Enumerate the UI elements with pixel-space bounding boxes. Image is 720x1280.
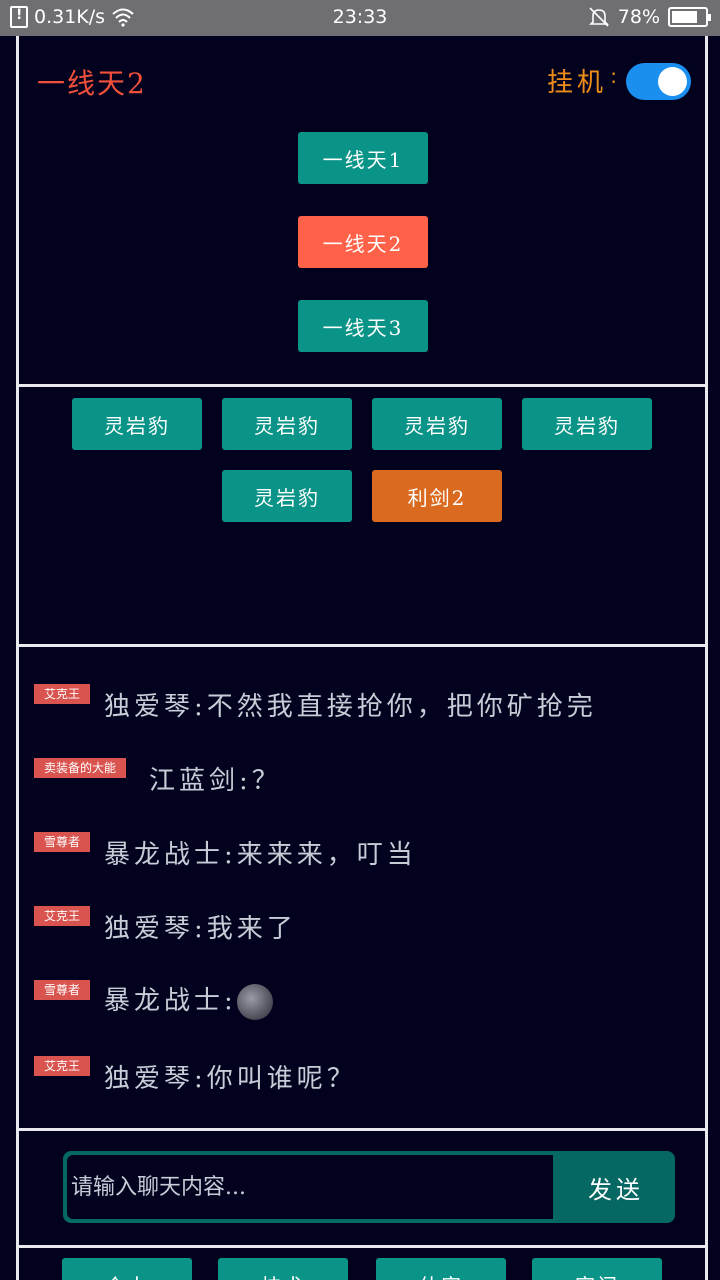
chat-panel: 艾克王 独爱琴:不然我直接抢你，把你矿抢完 卖装备的大能 江蓝剑:？ 雪尊者 暴…	[16, 647, 708, 1128]
zone-button-3[interactable]: 一线天3	[298, 300, 428, 352]
chat-sender: 独爱琴	[104, 914, 195, 944]
zone-button-2[interactable]: 一线天2	[298, 216, 428, 268]
status-right: 78%	[588, 6, 711, 28]
divider	[16, 644, 708, 647]
map-panel: 一线天2 挂机 : 一线天1 一线天2 一线天3	[16, 36, 708, 384]
item-button-sword[interactable]: 利剑2	[372, 470, 502, 522]
title-badge: 艾克王	[34, 1056, 91, 1076]
toggle-knob	[658, 67, 687, 96]
clock: 23:33	[332, 6, 388, 28]
sim-alert-icon	[10, 6, 28, 28]
chat-input-panel: 发送	[16, 1131, 708, 1245]
chat-separator: :	[194, 1064, 207, 1094]
title-badge: 艾克王	[34, 684, 91, 704]
title-badge: 卖装备的大能	[34, 758, 127, 778]
chat-sender: 暴龙战士	[104, 840, 225, 870]
battery-percent: 78%	[617, 6, 660, 28]
chat-sender: 江蓝剑	[149, 766, 240, 796]
target-button-1[interactable]: 灵岩豹	[72, 398, 202, 450]
chat-separator: :	[194, 692, 207, 722]
idle-label: 挂机	[546, 68, 607, 98]
chat-separator: :	[224, 840, 237, 870]
bottom-nav: 个人 技术 伙宠 宗门	[16, 1248, 708, 1280]
nav-button-skills[interactable]: 技术	[218, 1258, 348, 1280]
battery-fill	[672, 11, 697, 23]
divider	[16, 1128, 708, 1131]
chat-input-bar: 发送	[63, 1151, 675, 1223]
nav-button-personal[interactable]: 个人	[62, 1258, 192, 1280]
chat-body: 来来来，叮当	[236, 840, 417, 870]
idle-toggle[interactable]	[626, 63, 691, 100]
status-left: 0.31K/s	[10, 6, 135, 28]
chat-body: 我来了	[206, 914, 297, 944]
idle-colon: :	[610, 64, 617, 88]
chat-body: 你叫谁呢？	[206, 1064, 357, 1094]
network-speed: 0.31K/s	[34, 6, 106, 28]
nav-button-pets[interactable]: 伙宠	[376, 1258, 506, 1280]
chat-line: 江蓝剑:？	[149, 760, 282, 797]
chat-sender: 独爱琴	[104, 1064, 195, 1094]
target-panel: 灵岩豹 灵岩豹 灵岩豹 灵岩豹 灵岩豹 利剑2	[16, 387, 708, 644]
zone-button-1[interactable]: 一线天1	[298, 132, 428, 184]
wifi-icon	[112, 8, 134, 27]
nav-button-sect[interactable]: 宗门	[532, 1258, 662, 1280]
divider	[16, 1245, 708, 1248]
target-button-4[interactable]: 灵岩豹	[522, 398, 652, 450]
chat-line: 独爱琴:你叫谁呢？	[104, 1058, 357, 1095]
chat-line: 独爱琴:我来了	[104, 908, 297, 945]
chat-separator: :	[194, 914, 207, 944]
title-badge: 雪尊者	[34, 832, 91, 852]
chat-line: 暴龙战士:来来来，叮当	[104, 834, 417, 871]
bell-mute-icon	[588, 7, 609, 27]
chat-sender: 独爱琴	[104, 692, 195, 722]
chat-separator: :	[239, 766, 252, 796]
title-badge: 雪尊者	[34, 980, 91, 1000]
target-button-5[interactable]: 灵岩豹	[222, 470, 352, 522]
chat-sender: 暴龙战士	[104, 986, 225, 1016]
chat-line: 独爱琴:不然我直接抢你，把你矿抢完	[104, 686, 597, 723]
chat-body: 不然我直接抢你，把你矿抢完	[206, 692, 597, 722]
send-button[interactable]: 发送	[588, 1175, 644, 1204]
chat-separator: :	[224, 986, 237, 1016]
chat-line: 暴龙战士:	[104, 980, 273, 1020]
map-title: 一线天2	[37, 67, 147, 100]
title-badge: 艾克王	[34, 906, 91, 926]
chat-body: ？	[251, 766, 282, 796]
target-button-2[interactable]: 灵岩豹	[222, 398, 352, 450]
chat-input[interactable]	[67, 1155, 553, 1219]
moon-face-emoji-icon	[236, 984, 273, 1020]
status-bar: 0.31K/s 23:33 78%	[0, 0, 720, 36]
divider	[16, 384, 708, 387]
battery-icon	[668, 7, 711, 27]
target-button-3[interactable]: 灵岩豹	[372, 398, 502, 450]
